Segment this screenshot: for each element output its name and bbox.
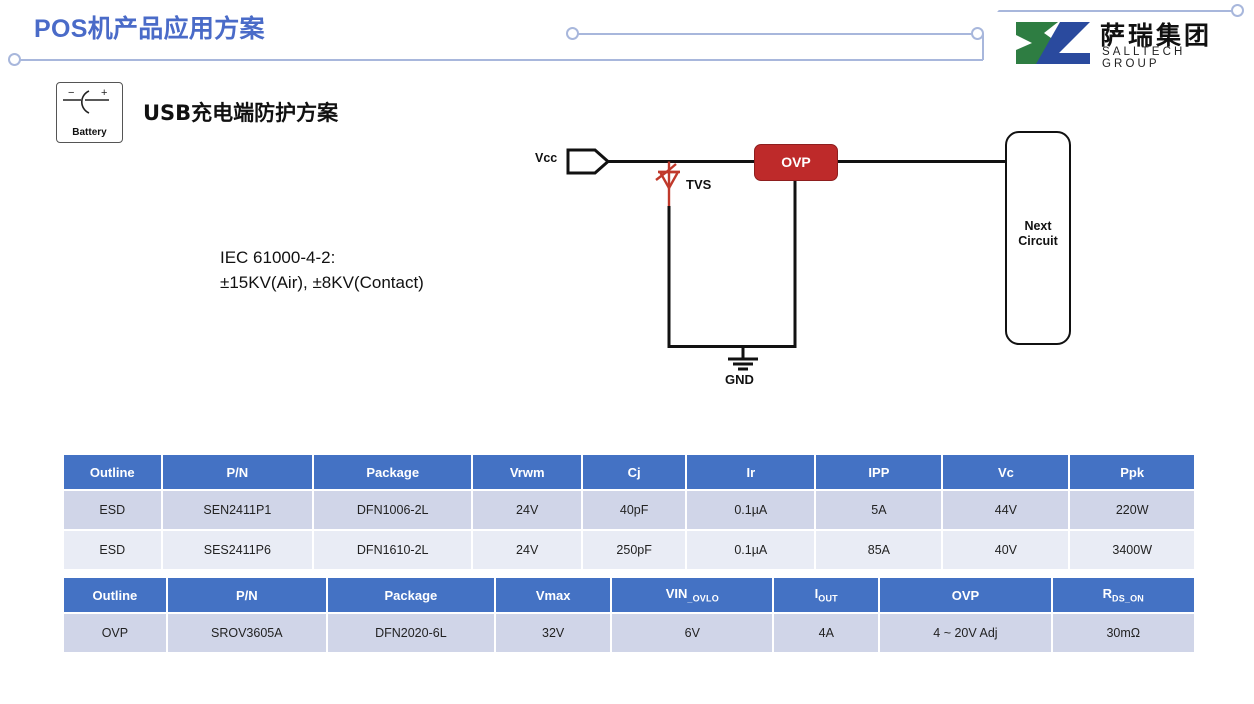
column-header-p-n: P/N xyxy=(167,578,326,612)
header-node-dot-top-right xyxy=(1231,4,1244,17)
table-cell: 40pF xyxy=(583,491,686,529)
table-cell: 5A xyxy=(816,491,942,529)
table-cell: SES2411P6 xyxy=(162,531,313,569)
tvs-label: TVS xyxy=(686,177,712,192)
ovp-block: OVP xyxy=(754,144,838,181)
next-circuit-line2: Circuit xyxy=(1018,234,1058,248)
table-cell: 4 ~ 20V Adj xyxy=(880,614,1051,652)
column-header-ppk: Ppk xyxy=(1070,455,1194,489)
svg-text:−: − xyxy=(68,87,74,99)
table-cell: DFN1610-2L xyxy=(314,531,472,569)
battery-icon: − + xyxy=(63,87,109,114)
header-node-dot-right xyxy=(971,27,984,40)
table-cell: 220W xyxy=(1070,491,1194,529)
table-cell: DFN1006-2L xyxy=(314,491,472,529)
column-header-cj: Cj xyxy=(583,455,686,489)
table-cell: 0.1µA xyxy=(687,491,815,529)
page-title: POS机产品应用方案 xyxy=(34,15,265,43)
column-header-vmax: Vmax xyxy=(496,578,611,612)
spec-note: IEC 61000-4-2: ±15KV(Air), ±8KV(Contact) xyxy=(220,248,424,292)
section-title: USB充电端防护方案 xyxy=(143,101,339,125)
table-cell: 6V xyxy=(612,614,773,652)
header-rule-lower xyxy=(15,59,983,61)
table-cell: 250pF xyxy=(583,531,686,569)
battery-icon-label: Battery xyxy=(72,127,107,138)
next-circuit-line1: Next xyxy=(1024,219,1052,233)
header-rule-top xyxy=(1018,10,1236,12)
table-cell: SEN2411P1 xyxy=(162,491,313,529)
vcc-label: Vcc xyxy=(535,151,558,165)
gnd-label: GND xyxy=(725,372,754,387)
ovp-block-label: OVP xyxy=(781,154,811,170)
header-node-dot-mid xyxy=(566,27,579,40)
logo-chinese-name: 萨瑞集团 xyxy=(1100,21,1213,50)
next-circuit-block: Next Circuit xyxy=(1005,131,1071,345)
table-cell: 24V xyxy=(473,491,582,529)
svg-text:+: + xyxy=(101,87,107,99)
company-logo: 萨瑞集团 SALLTECH GROUP xyxy=(1014,18,1244,70)
table-cell: 44V xyxy=(943,491,1069,529)
header-rule-connector xyxy=(982,34,984,60)
table-cell: OVP xyxy=(64,614,166,652)
logo-english-name: SALLTECH GROUP xyxy=(1102,46,1186,70)
battery-icon-card: − + Battery xyxy=(56,82,123,143)
table-cell: 85A xyxy=(816,531,942,569)
table-cell: DFN2020-6L xyxy=(327,614,495,652)
column-header-ovp: OVP xyxy=(880,578,1051,612)
table-cell: ESD xyxy=(64,491,161,529)
salltech-logo-mark-icon xyxy=(1016,22,1090,64)
table-cell: SROV3605A xyxy=(167,614,326,652)
column-header-outline: Outline xyxy=(64,455,161,489)
column-header-package: Package xyxy=(314,455,472,489)
table-cell: 4A xyxy=(774,614,879,652)
table-cell: 0.1µA xyxy=(687,531,815,569)
column-header-rds-on: RDS_ON xyxy=(1052,578,1194,612)
table-cell: 24V xyxy=(473,531,582,569)
column-header-vin-ovlo: VIN_OVLO xyxy=(612,578,773,612)
circuit-diagram: Vcc TVS GND OVP Next Circuit xyxy=(535,131,1071,387)
table-cell: 3400W xyxy=(1070,531,1194,569)
table-cell: 30mΩ xyxy=(1052,614,1194,652)
circuit-schematic-svg xyxy=(566,148,1005,371)
column-header-p-n: P/N xyxy=(162,455,313,489)
column-header-ir: Ir xyxy=(687,455,815,489)
header-rule-upper xyxy=(576,33,982,35)
table-cell: 40V xyxy=(943,531,1069,569)
column-header-vrwm: Vrwm xyxy=(473,455,582,489)
table-cell: ESD xyxy=(64,531,161,569)
column-header-iout: IOUT xyxy=(774,578,879,612)
header-node-dot-left xyxy=(8,53,21,66)
column-header-vc: Vc xyxy=(943,455,1069,489)
column-header-outline: Outline xyxy=(64,578,166,612)
column-header-package: Package xyxy=(327,578,495,612)
next-circuit-label: Next Circuit xyxy=(1007,219,1069,249)
page-header: POS机产品应用方案 xyxy=(0,0,1254,90)
table-cell: 32V xyxy=(496,614,611,652)
column-header-ipp: IPP xyxy=(816,455,942,489)
